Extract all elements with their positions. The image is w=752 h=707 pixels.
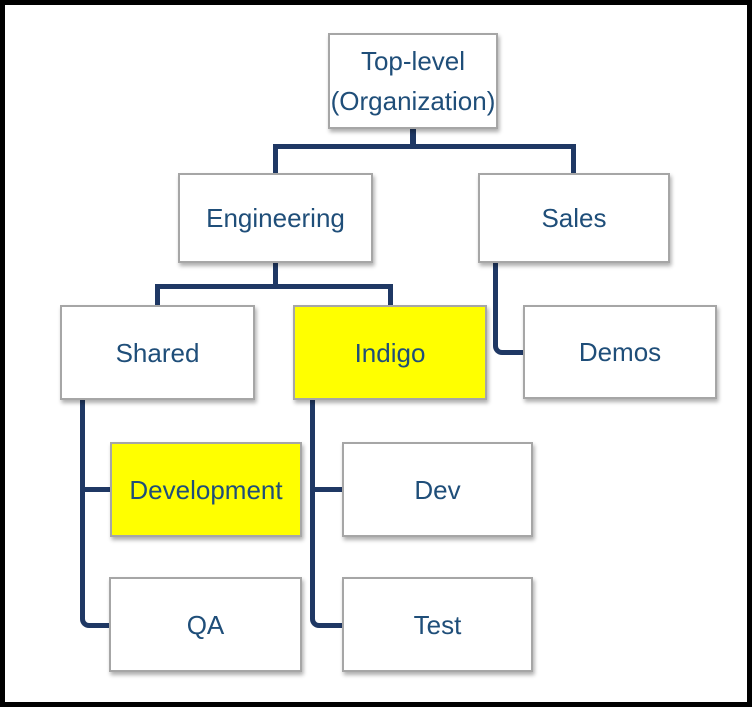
- node-label: Demos: [578, 337, 662, 367]
- connector-engineering-stem: [273, 144, 278, 174]
- node-label: (Organization): [330, 86, 496, 116]
- node-label: Shared: [115, 337, 200, 368]
- node-label: Test: [413, 609, 462, 640]
- node-label: Engineering: [206, 203, 345, 233]
- node-label: Top-level: [360, 46, 466, 76]
- connector-top-children-bus: [273, 144, 576, 149]
- connector-sales-stem: [571, 144, 576, 174]
- node-indigo: Indigo: [293, 305, 487, 400]
- connector-engineering-children-bus: [155, 284, 393, 289]
- connector-development-stub: [80, 487, 111, 492]
- node-test: Test: [342, 577, 533, 672]
- node-shared: Shared: [60, 305, 255, 400]
- node-label: Development: [129, 474, 283, 505]
- connector-dev-stub: [310, 487, 343, 492]
- node-dev: Dev: [342, 442, 533, 537]
- connector-top-stem: [410, 129, 416, 149]
- connector-sales-demos-elbow: [493, 263, 524, 355]
- connector-indigo-test-trunk: [310, 400, 343, 628]
- node-label: Sales: [541, 203, 607, 233]
- node-label: Indigo: [354, 337, 426, 368]
- node-label: Dev: [414, 474, 461, 505]
- node-demos: Demos: [523, 305, 717, 399]
- node-engineering: Engineering: [178, 173, 373, 263]
- node-top-level: Top-level (Organization): [328, 33, 498, 129]
- node-sales: Sales: [478, 173, 670, 263]
- connector-indigo-stem: [388, 284, 393, 306]
- connector-shared-stem: [155, 284, 160, 306]
- node-qa: QA: [109, 577, 302, 672]
- connector-engineering-down: [273, 263, 278, 289]
- node-development: Development: [110, 442, 302, 537]
- connector-shared-qa-trunk: [80, 400, 110, 628]
- node-label: QA: [186, 609, 225, 640]
